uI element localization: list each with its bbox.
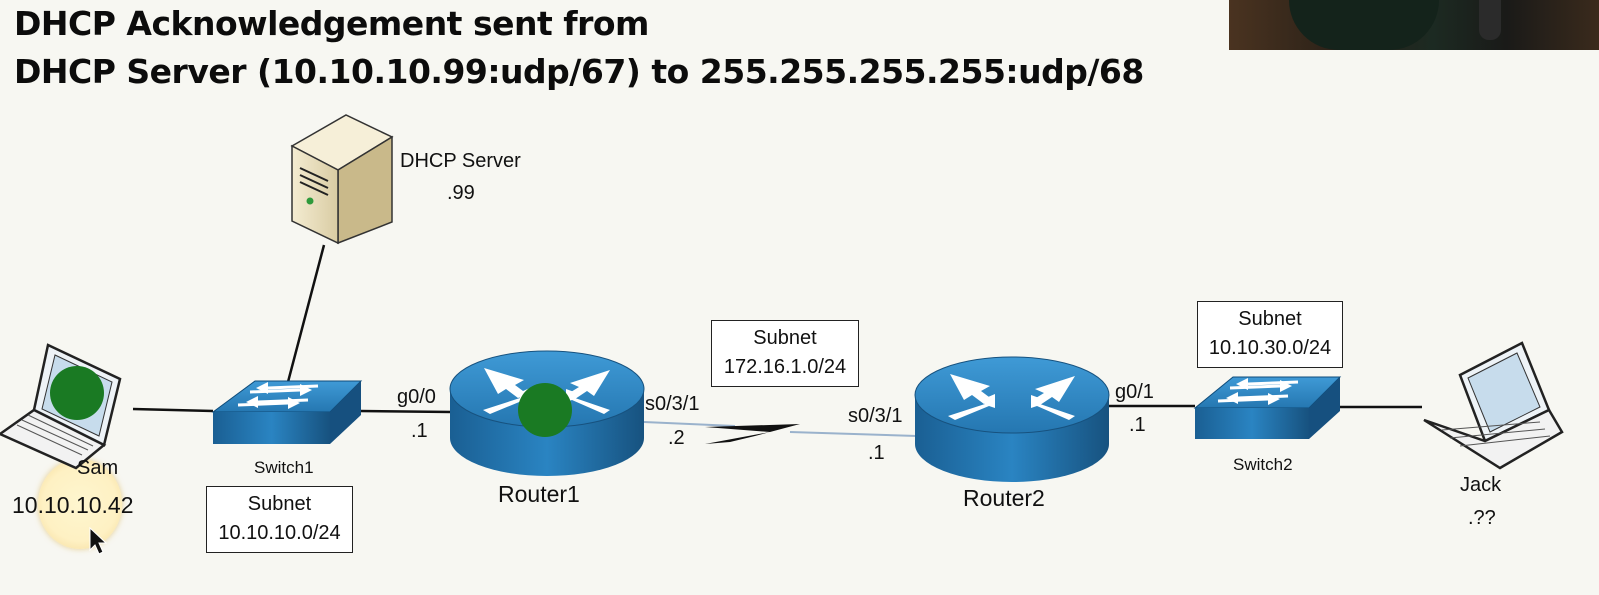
router2-g01-label: g0/1 (1115, 381, 1154, 403)
packet-marker-sam (50, 366, 104, 420)
jack-ip: .?? (1468, 507, 1496, 529)
switch2-name: Switch2 (1233, 455, 1293, 474)
dhcp-server-name: DHCP Server (400, 150, 521, 172)
microphone-icon (1479, 0, 1501, 40)
slide-title-line-1: DHCP Acknowledgement sent from (14, 4, 649, 43)
subnet-box-wan: Subnet 172.16.1.0/24 (711, 320, 859, 387)
router1-g00-label: g0/0 (397, 386, 436, 408)
subnet-wan-value: 172.16.1.0/24 (723, 356, 847, 378)
slide-title-line-2: DHCP Server (10.10.10.99:udp/67) to 255.… (14, 52, 1144, 91)
dhcp-server-ip: .99 (447, 182, 475, 204)
subnet-box-lan2: Subnet 10.10.30.0/24 (1197, 301, 1343, 368)
subnet-box-lan1: Subnet 10.10.10.0/24 (206, 486, 353, 553)
subnet-lan1-label: Subnet (247, 493, 312, 515)
sam-name: Sam (77, 457, 119, 479)
server-tower-icon (290, 114, 394, 245)
router2-name: Router2 (963, 485, 1045, 511)
router1-s031-ip: .2 (668, 427, 685, 449)
link-server-switch1 (286, 244, 326, 383)
jack-name: Jack (1460, 474, 1502, 496)
router-icon (914, 356, 1110, 482)
switch-icon (1193, 376, 1342, 439)
packet-marker-router1 (518, 383, 572, 437)
presenter-silhouette (1289, 0, 1439, 50)
switch-icon (211, 380, 363, 444)
mouse-cursor-icon (89, 526, 108, 555)
subnet-wan-label: Subnet (753, 327, 817, 349)
cursor-highlight (38, 459, 122, 549)
router1-s031-label: s0/3/1 (645, 393, 700, 415)
link-sam-switch1 (132, 407, 214, 413)
subnet-lan2-label: Subnet (1238, 308, 1302, 330)
sam-ip: 10.10.10.42 (12, 492, 134, 518)
router1-g00-ip: .1 (411, 420, 428, 442)
router2-s031-ip: .1 (868, 442, 885, 464)
router1-name: Router1 (498, 481, 580, 507)
links (132, 244, 1422, 444)
switch1-name: Switch1 (254, 458, 314, 477)
link-switch1-router1 (359, 409, 453, 414)
router2-g01-ip: .1 (1129, 414, 1146, 436)
subnet-lan2-value: 10.10.30.0/24 (1208, 337, 1332, 359)
serial-link-router1-router2 (643, 421, 918, 444)
presenter-webcam (1229, 0, 1599, 50)
laptop-icon (1423, 341, 1564, 470)
router2-s031-label: s0/3/1 (848, 405, 903, 427)
subnet-lan1-value: 10.10.10.0/24 (218, 522, 341, 544)
